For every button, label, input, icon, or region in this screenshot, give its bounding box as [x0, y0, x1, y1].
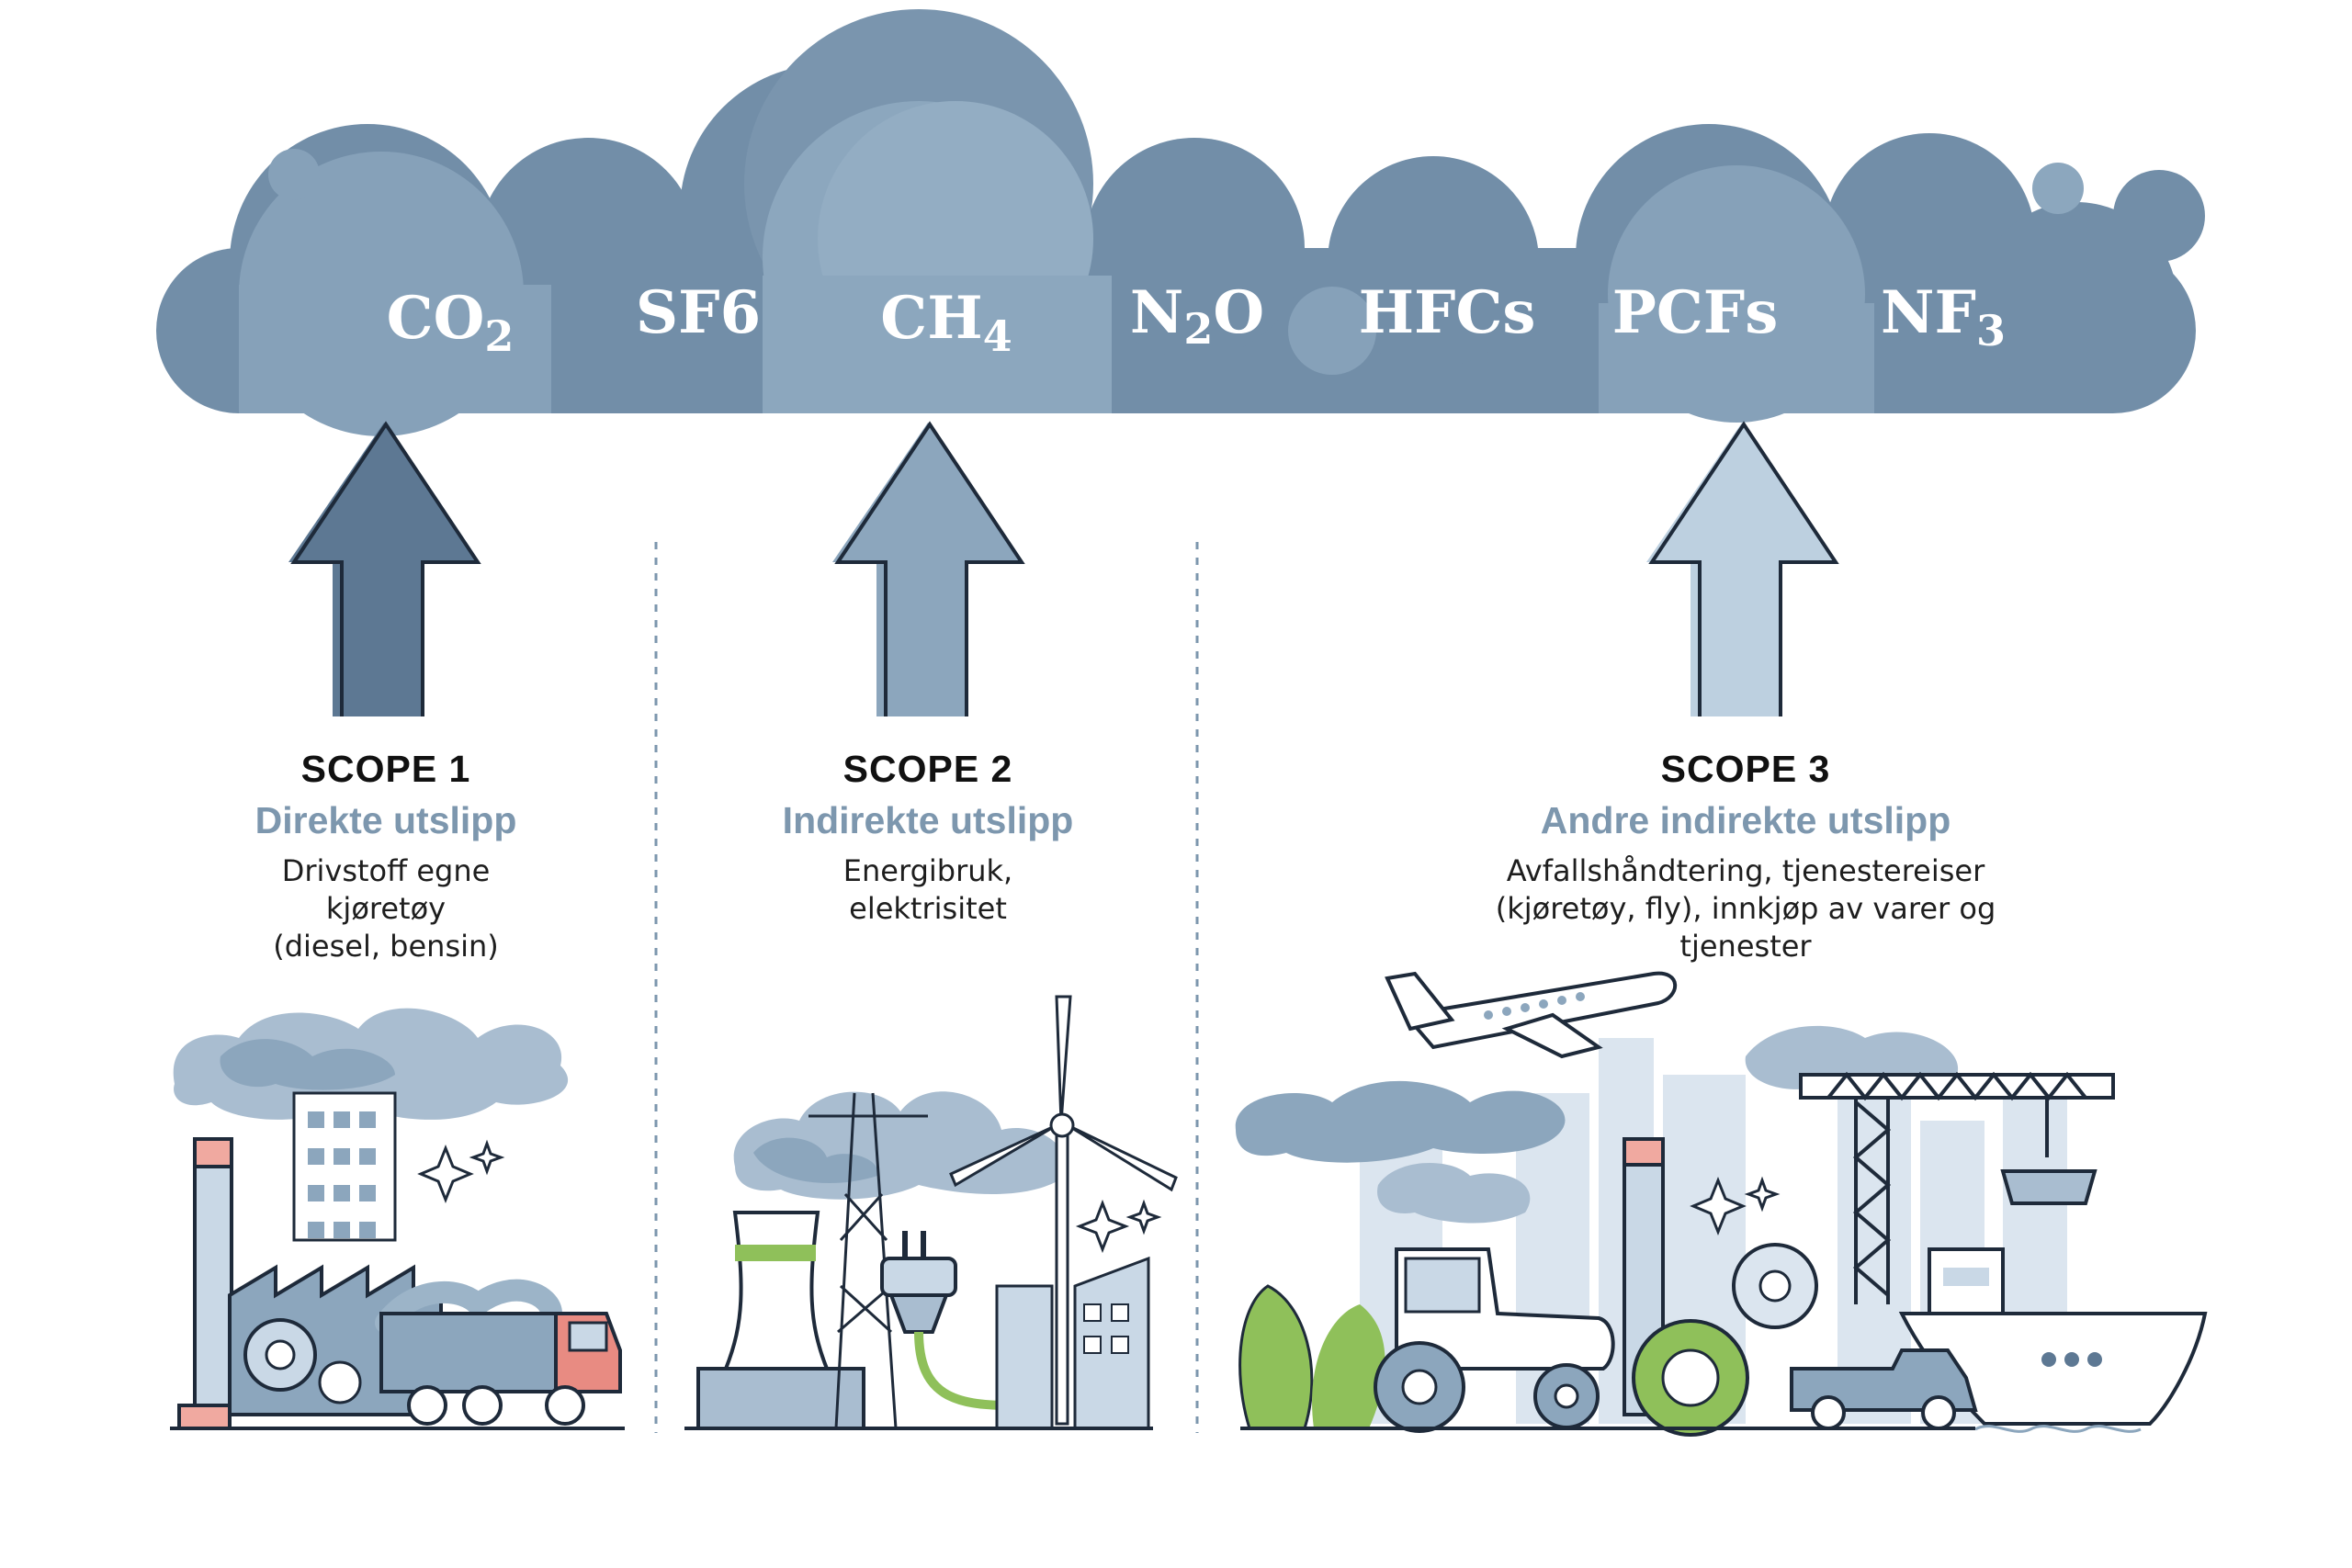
scope1-subtitle: Direkte utslipp: [254, 799, 517, 841]
scope3-illustration: [1235, 971, 2208, 1437]
sparkle-icon: [469, 1139, 505, 1176]
wind-turbine-icon: [949, 995, 1178, 1426]
scope2-subtitle: Indirekte utslipp: [782, 799, 1074, 841]
gas-label-sf6: SF6: [636, 278, 761, 347]
scope1-arrow: [288, 421, 481, 716]
scope1-block: SCOPE 1 Direkte utslipp Drivstoff egne k…: [156, 746, 616, 965]
sparkle-icon: [1075, 1199, 1130, 1254]
scope3-arrow: [1646, 421, 1839, 716]
crane-icon: [1799, 1071, 2115, 1304]
scope1-description: Drivstoff egne kjøretøy (diesel, bensin): [273, 853, 499, 964]
scope1-illustration: [170, 1008, 625, 1430]
pickup-truck-icon: [1790, 1348, 1978, 1430]
scope2-title: SCOPE 2: [842, 748, 1013, 790]
gas-label-nf3: NF3: [1881, 278, 2006, 355]
power-plant-icon: [696, 1211, 865, 1430]
scope2-block: SCOPE 2 Indirekte utslipp Energibruk, el…: [698, 746, 1158, 928]
airplane-icon: [1385, 971, 1678, 1059]
sparkle-icon: [1690, 1176, 1747, 1236]
sparkle-icon: [1125, 1199, 1162, 1235]
sparkle-icon: [1744, 1176, 1781, 1213]
plug-icon: [880, 1231, 1012, 1410]
gas-label-ch4: CH4: [880, 284, 1012, 361]
scope1-title: SCOPE 1: [300, 748, 471, 790]
gas-label-co2: CO2: [387, 284, 514, 361]
ship-icon: [1898, 1247, 2208, 1426]
scope3-subtitle: Andre indirekte utslipp: [1540, 799, 1951, 841]
scope2-description: Energibruk, elektrisitet: [842, 853, 1013, 926]
gas-label-pcfs: PCFs: [1612, 278, 1779, 347]
gas-label-n2o: N2O: [1130, 278, 1264, 354]
gas-label-hfcs: HFCs: [1359, 278, 1536, 347]
scope3-block: SCOPE 3 Andre indirekte utslipp Avfallsh…: [1424, 746, 2067, 965]
emissions-cloud: [156, 9, 2205, 436]
scope3-description: Avfallshåndtering, tjenestereiser (kjøre…: [1495, 853, 1996, 964]
plant-icon: [1238, 1284, 1314, 1430]
tractor-icon: [1374, 1247, 1615, 1433]
sparkle-icon: [417, 1144, 474, 1204]
scope3-title: SCOPE 3: [1660, 748, 1831, 790]
truck-icon: [375, 1279, 622, 1426]
gas-labels: CO2 SF6 CH4 N2O HFCs PCFs NF3: [387, 278, 2006, 361]
scope2-illustration: [684, 995, 1178, 1430]
chimney: [193, 1137, 233, 1416]
scope2-arrow: [832, 421, 1025, 716]
